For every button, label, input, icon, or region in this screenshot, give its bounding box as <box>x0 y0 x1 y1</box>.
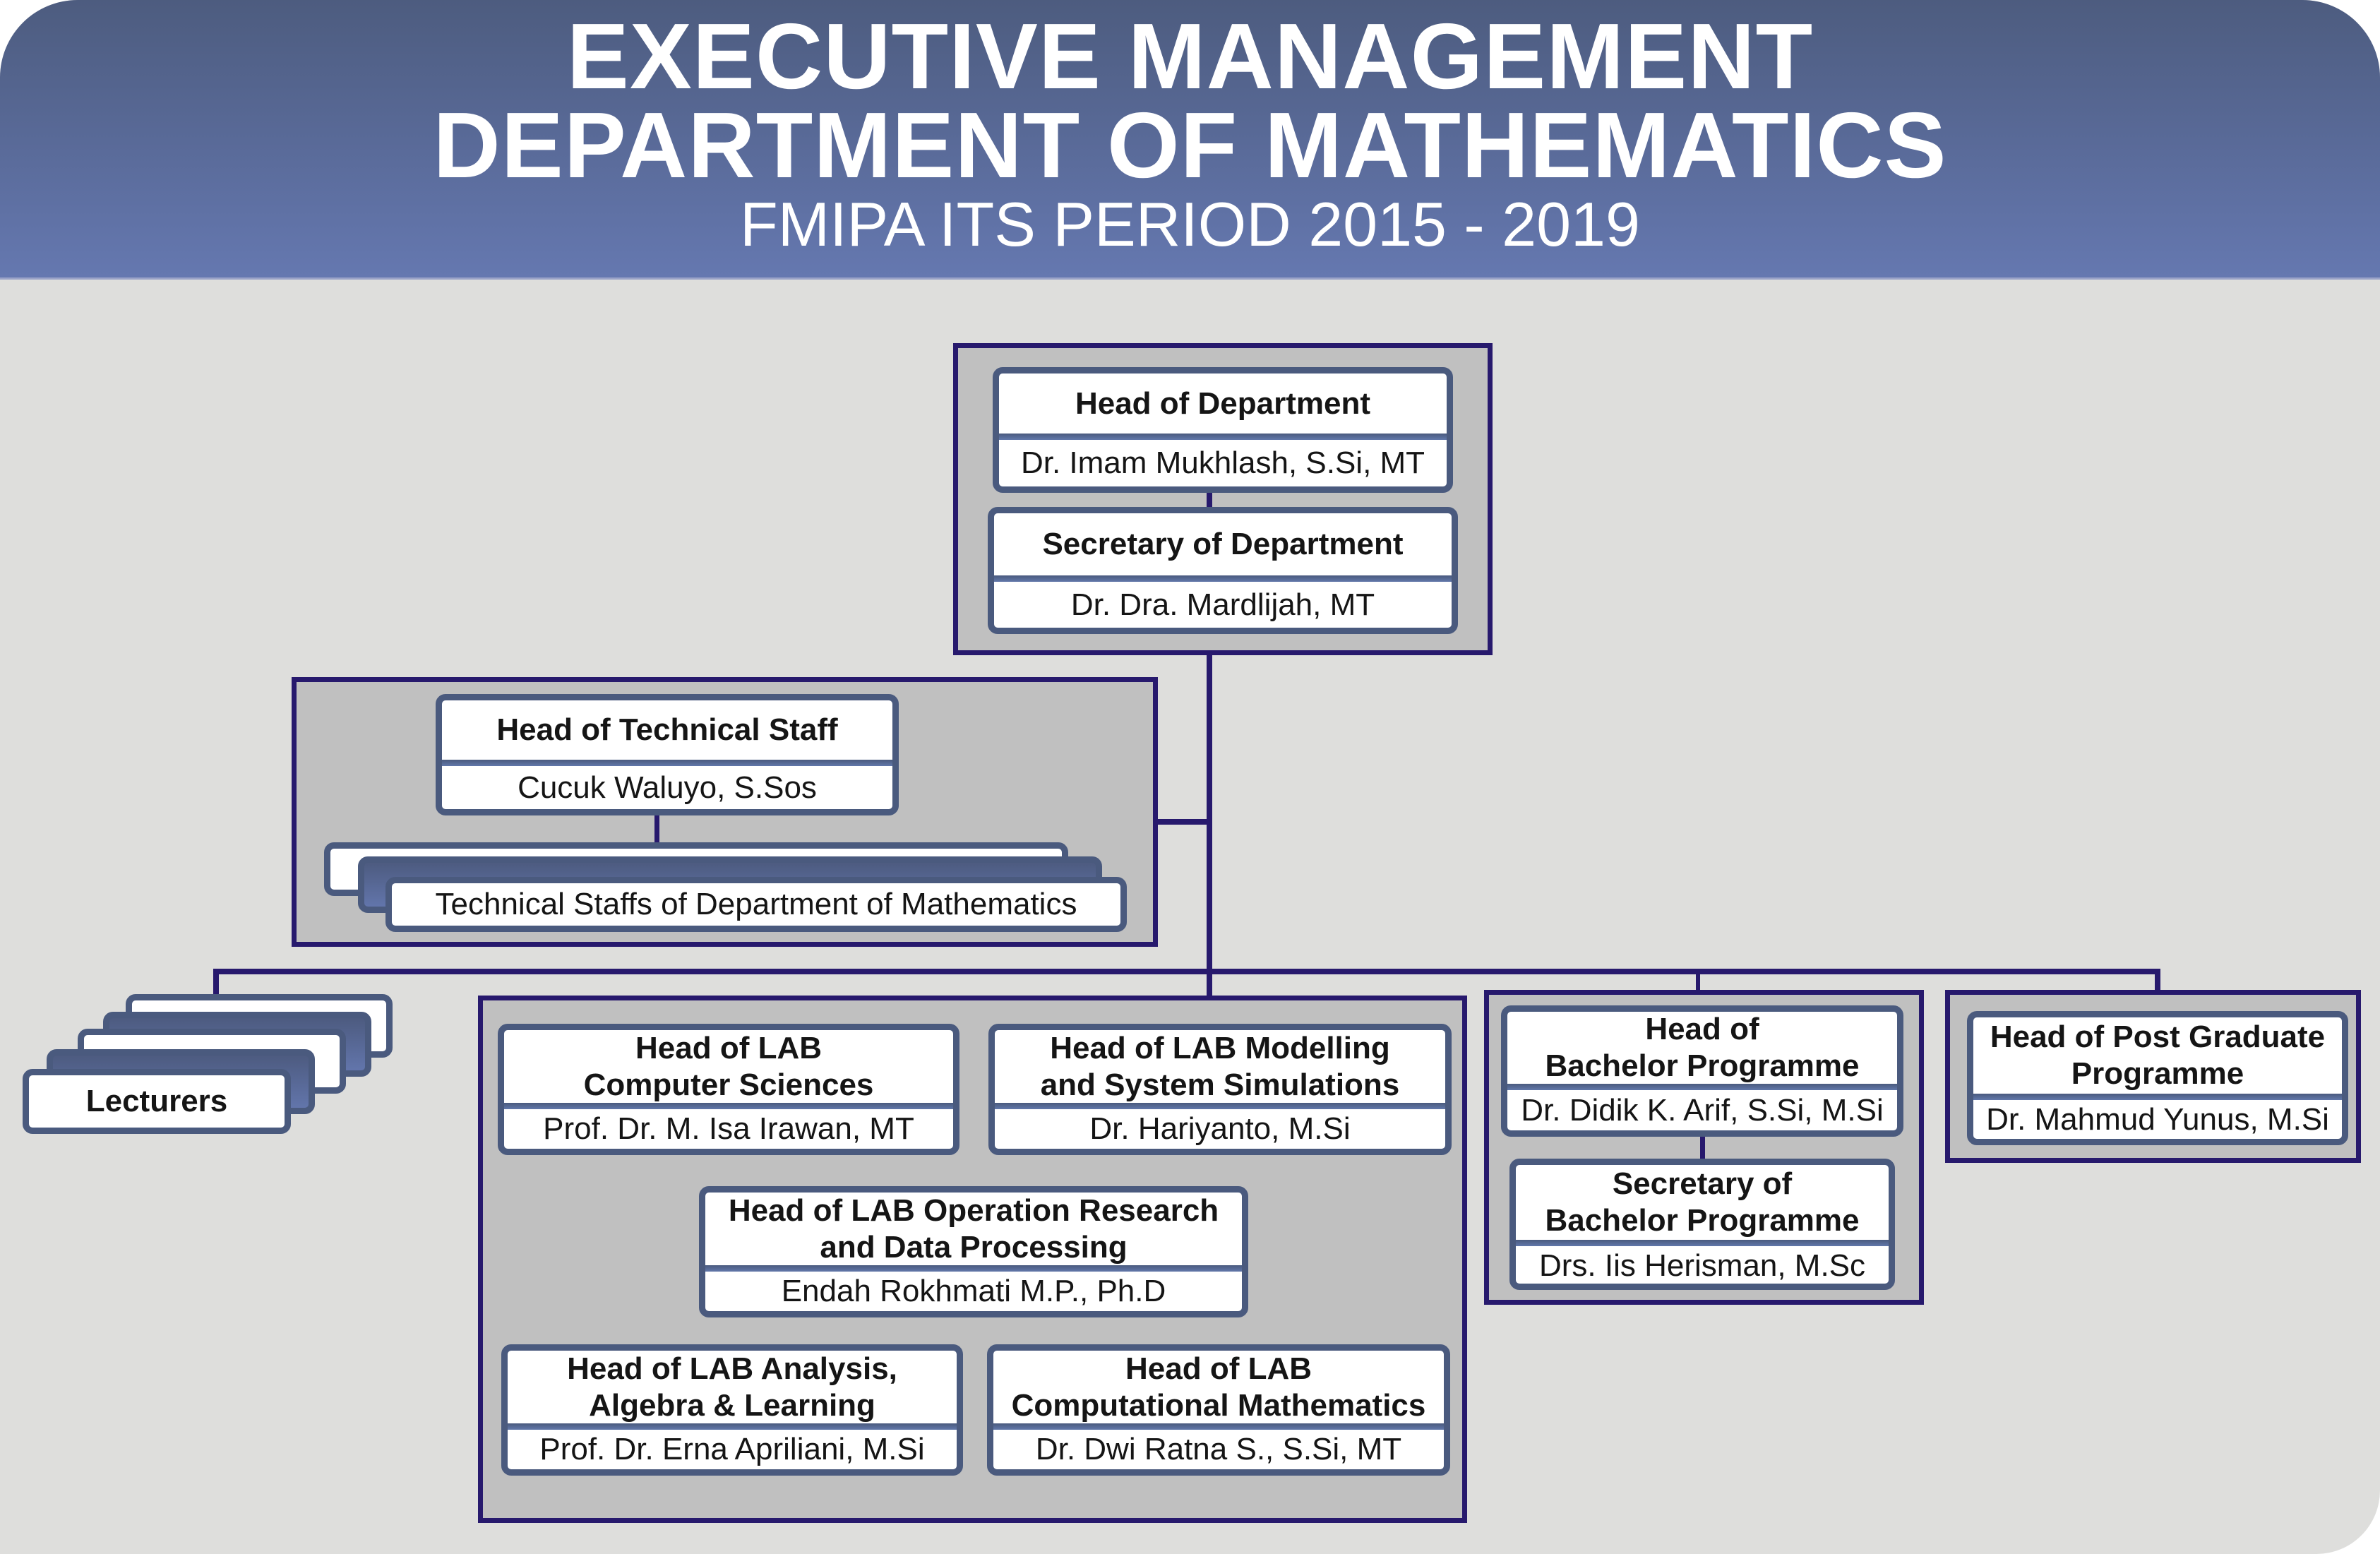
card-lab-operation-research[interactable]: Head of LAB Operation Research and Data … <box>699 1186 1248 1317</box>
technical-staff-label: Technical Staffs of Department of Mathem… <box>435 887 1077 921</box>
card-divider <box>705 1265 1242 1272</box>
card-lab-analysis-algebra[interactable]: Head of LAB Analysis, Algebra & Learning… <box>501 1344 963 1476</box>
connector-main-horizontal <box>213 969 2160 974</box>
role-title: Secretary of Bachelor Programme <box>1545 1166 1860 1238</box>
connector-head-secretary <box>1207 487 1212 513</box>
card-head-of-technical-staff[interactable]: Head of Technical Staff Cucuk Waluyo, S.… <box>436 694 899 815</box>
card-divider <box>995 1103 1445 1109</box>
connector-bachelor-drop <box>1696 969 1700 994</box>
card-head-of-bachelor[interactable]: Head of Bachelor Programme Dr. Didik K. … <box>1501 1005 1903 1137</box>
connector-technical-horizontal <box>1155 819 1210 825</box>
card-divider <box>1973 1094 2342 1100</box>
role-title: Head of LAB Computational Mathematics <box>1011 1351 1426 1423</box>
person-name: Dr. Didik K. Arif, S.Si, M.Si <box>1521 1093 1884 1128</box>
chart-title-line2: DEPARTMENT OF MATHEMATICS <box>433 93 1947 197</box>
card-divider <box>442 760 892 766</box>
person-name: Dr. Imam Mukhlash, S.Si, MT <box>1020 446 1425 480</box>
chart-subtitle: FMIPA ITS PERIOD 2015 - 2019 <box>740 189 1640 259</box>
connector-lecturers-drop <box>213 969 219 1004</box>
role-title: Head of LAB Operation Research and Data … <box>728 1193 1219 1265</box>
role-title: Head of LAB Modelling and System Simulat… <box>1040 1030 1400 1102</box>
person-name: Cucuk Waluyo, S.Sos <box>518 770 817 805</box>
card-secretary-of-bachelor[interactable]: Secretary of Bachelor Programme Drs. Iis… <box>1509 1159 1895 1290</box>
connector-main-vertical <box>1207 651 1212 1011</box>
card-head-of-postgraduate[interactable]: Head of Post Graduate Programme Dr. Mahm… <box>1967 1011 2348 1145</box>
person-name: Drs. Iis Herisman, M.Sc <box>1538 1248 1866 1283</box>
role-title: Head of Post Graduate Programme <box>1990 1020 2326 1091</box>
role-title: Head of LAB Computer Sciences <box>583 1030 874 1102</box>
person-name: Dr. Hariyanto, M.Si <box>1089 1111 1351 1146</box>
card-head-of-department[interactable]: Head of Department Dr. Imam Mukhlash, S.… <box>993 367 1453 493</box>
card-divider <box>993 1423 1444 1430</box>
card-lab-modelling-simulations[interactable]: Head of LAB Modelling and System Simulat… <box>988 1024 1452 1155</box>
chart-title-line1: EXECUTIVE MANAGEMENT <box>566 4 1814 108</box>
person-name: Prof. Dr. M. Isa Irawan, MT <box>543 1111 914 1146</box>
card-lab-computational-mathematics[interactable]: Head of LAB Computational Mathematics Dr… <box>987 1344 1450 1476</box>
card-divider <box>1516 1240 1889 1246</box>
technical-staff-card[interactable]: Technical Staffs of Department of Mathem… <box>385 877 1127 932</box>
card-divider <box>994 575 1452 582</box>
role-title: Head of Technical Staff <box>496 712 838 747</box>
person-name: Dr. Dwi Ratna S., S.Si, MT <box>1035 1432 1402 1466</box>
card-secretary-of-department[interactable]: Secretary of Department Dr. Dra. Mardlij… <box>988 507 1458 634</box>
role-title: Head of Bachelor Programme <box>1545 1012 1860 1083</box>
person-name: Prof. Dr. Erna Apriliani, M.Si <box>539 1432 925 1466</box>
person-name: Dr. Mahmud Yunus, M.Si <box>1986 1102 2329 1137</box>
card-divider <box>999 434 1447 440</box>
chart-header: EXECUTIVE MANAGEMENT DEPARTMENT OF MATHE… <box>0 0 2380 280</box>
role-title: Secretary of Department <box>1042 527 1404 561</box>
role-title: Head of LAB Analysis, Algebra & Learning <box>567 1351 897 1423</box>
card-divider <box>1507 1084 1897 1090</box>
lecturers-card[interactable]: Lecturers <box>23 1069 291 1134</box>
card-divider <box>508 1423 957 1430</box>
person-name: Endah Rokhmati M.P., Ph.D <box>781 1274 1166 1308</box>
connector-technical-head-staff <box>654 812 659 846</box>
role-title: Head of Department <box>1075 385 1371 421</box>
card-divider <box>504 1103 953 1109</box>
connector-bachelor-head-secretary <box>1700 1130 1705 1165</box>
lecturers-label: Lecturers <box>85 1084 228 1118</box>
connector-postgrad-drop <box>2155 969 2160 994</box>
person-name: Dr. Dra. Mardlijah, MT <box>1070 587 1375 622</box>
card-lab-computer-sciences[interactable]: Head of LAB Computer Sciences Prof. Dr. … <box>498 1024 959 1155</box>
